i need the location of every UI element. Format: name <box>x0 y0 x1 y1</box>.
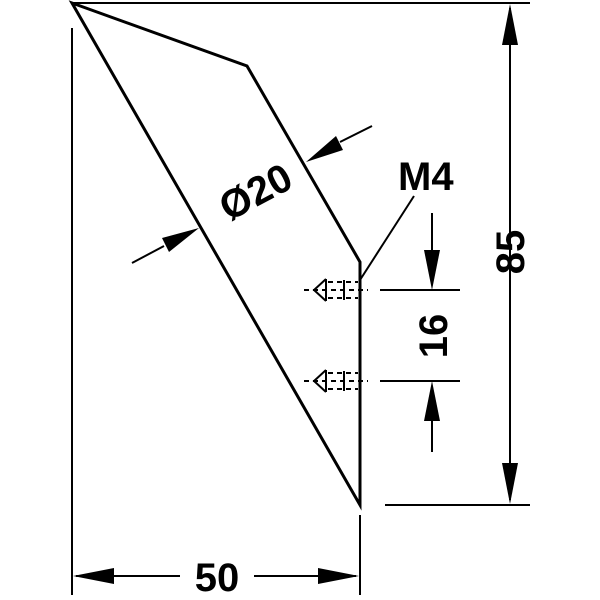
bracket-outline <box>68 0 362 511</box>
screw-lower <box>304 369 368 393</box>
screw-upper <box>304 278 368 302</box>
extension-lines <box>71 2 530 595</box>
dimension-width <box>73 568 359 584</box>
dimension-screw-spacing-label: 16 <box>412 314 456 359</box>
dimension-diameter-label: Ø20 <box>212 155 299 229</box>
dimension-diameter <box>131 125 373 264</box>
dimension-width-label: 50 <box>195 556 240 600</box>
thread-leader <box>359 195 415 281</box>
dimension-screw-spacing <box>424 213 440 452</box>
thread-label: M4 <box>398 155 454 199</box>
dimension-height <box>502 4 518 504</box>
dimension-height-label: 85 <box>489 230 533 275</box>
